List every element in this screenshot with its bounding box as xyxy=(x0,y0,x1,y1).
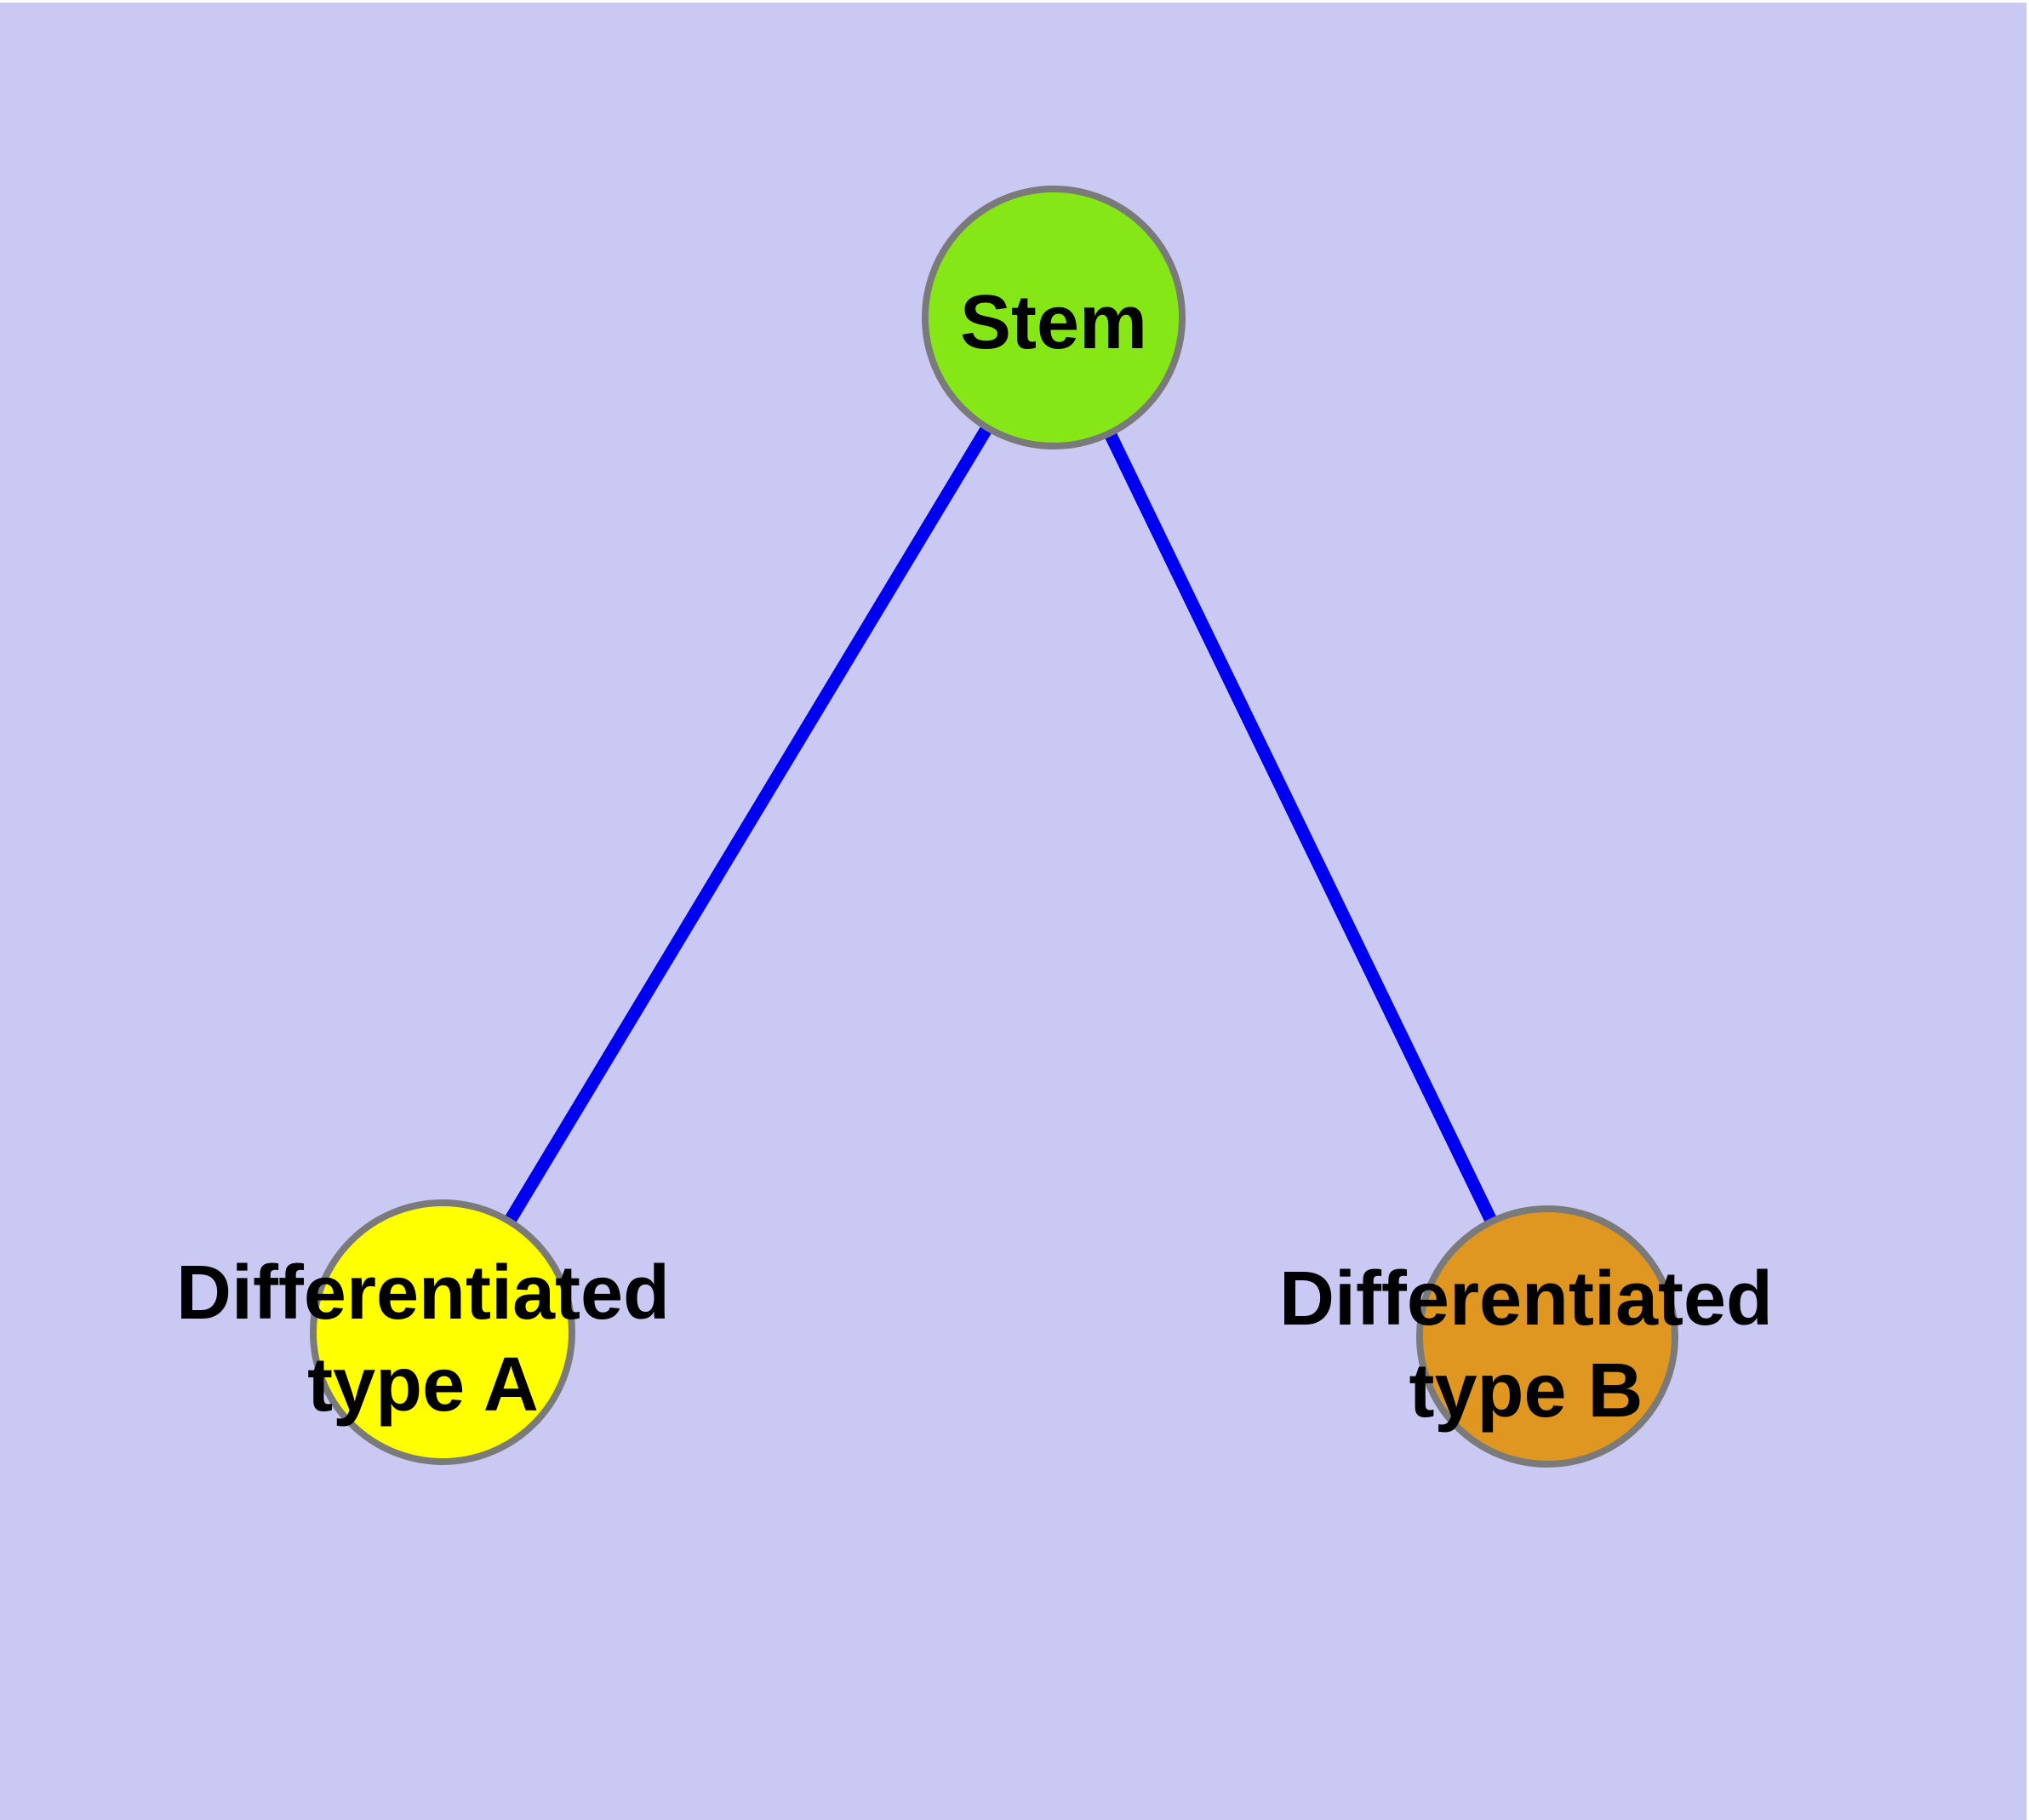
edge-stem-to-type-a xyxy=(437,314,1060,1336)
node-type-a-circle xyxy=(310,1199,575,1465)
node-type-a-label-line2: type A xyxy=(307,1342,539,1428)
node-type-b-label-line1: Differentiated xyxy=(1279,1256,1773,1342)
node-type-b-label-line2: type B xyxy=(1409,1348,1643,1434)
node-stem-label: Stem xyxy=(960,280,1147,365)
node-type-b-circle xyxy=(1416,1205,1678,1468)
node-type-a-label-line1: Differentiated xyxy=(176,1251,670,1336)
node-stem-circle xyxy=(922,186,1186,449)
edge-stem-to-type-b xyxy=(1048,314,1553,1340)
